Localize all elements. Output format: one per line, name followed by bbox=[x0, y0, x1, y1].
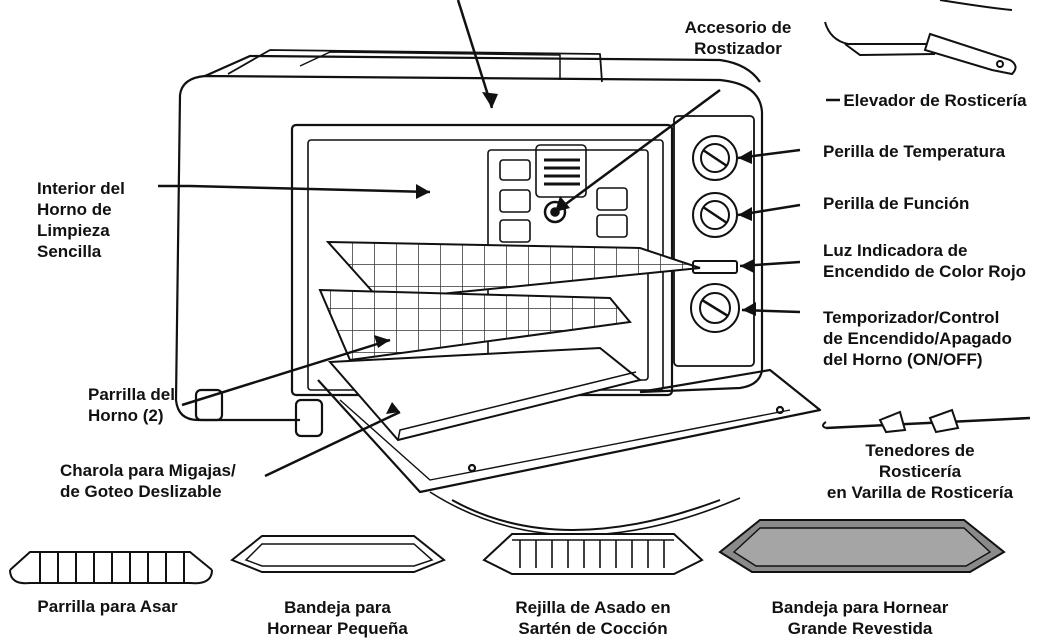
label-interior: Interior del Horno de Limpieza Sencilla bbox=[37, 179, 125, 261]
crumb-tray bbox=[327, 346, 643, 442]
rotisserie-lifter-illustration bbox=[824, 0, 1017, 76]
label-rotisserie-forks: Tenedores de Rosticería en Varilla de Ro… bbox=[826, 441, 1014, 502]
label-broil-rack: Parrilla para Asar bbox=[37, 597, 178, 616]
roasting-rack-pan-illustration bbox=[482, 533, 704, 575]
label-crumb-tray: Charola para Migajas/ de Goteo Deslizabl… bbox=[60, 461, 236, 501]
rotisserie-socket bbox=[543, 200, 567, 224]
timer-knob bbox=[690, 283, 740, 333]
label-function-knob: Perilla de Función bbox=[823, 194, 970, 213]
label-oven-rack: Parrilla del Horno (2) bbox=[88, 385, 175, 425]
large-baking-pan-illustration bbox=[718, 519, 1006, 573]
label-temperature-knob: Perilla de Temperatura bbox=[823, 142, 1006, 161]
function-knob bbox=[692, 192, 738, 238]
label-power-light: Luz Indicadora de Encendido de Color Roj… bbox=[823, 241, 1027, 281]
label-small-baking-pan: Bandeja para Hornear Pequeña bbox=[267, 598, 408, 638]
label-rotisserie-lifter: Elevador de Rosticería bbox=[843, 91, 1027, 110]
rotisserie-forks-illustration bbox=[822, 408, 1031, 434]
oven-rack-lower bbox=[318, 288, 632, 362]
label-large-baking-pan: Bandeja para Hornear Grande Revestida bbox=[771, 598, 949, 638]
power-indicator-light bbox=[692, 260, 738, 274]
label-roasting-rack-pan: Rejilla de Asado en Sartén de Cocción bbox=[515, 598, 671, 638]
temperature-knob bbox=[692, 135, 738, 181]
broil-rack-illustration bbox=[9, 551, 213, 585]
oven-rack-upper bbox=[325, 240, 701, 302]
label-rotisserie-accessory: Accesorio de Rostizador bbox=[684, 18, 792, 58]
label-timer-control: Temporizador/Control de Encendido/Apagad… bbox=[823, 308, 1012, 369]
small-baking-pan-illustration bbox=[230, 535, 446, 573]
leader-arrowheads bbox=[374, 92, 756, 414]
